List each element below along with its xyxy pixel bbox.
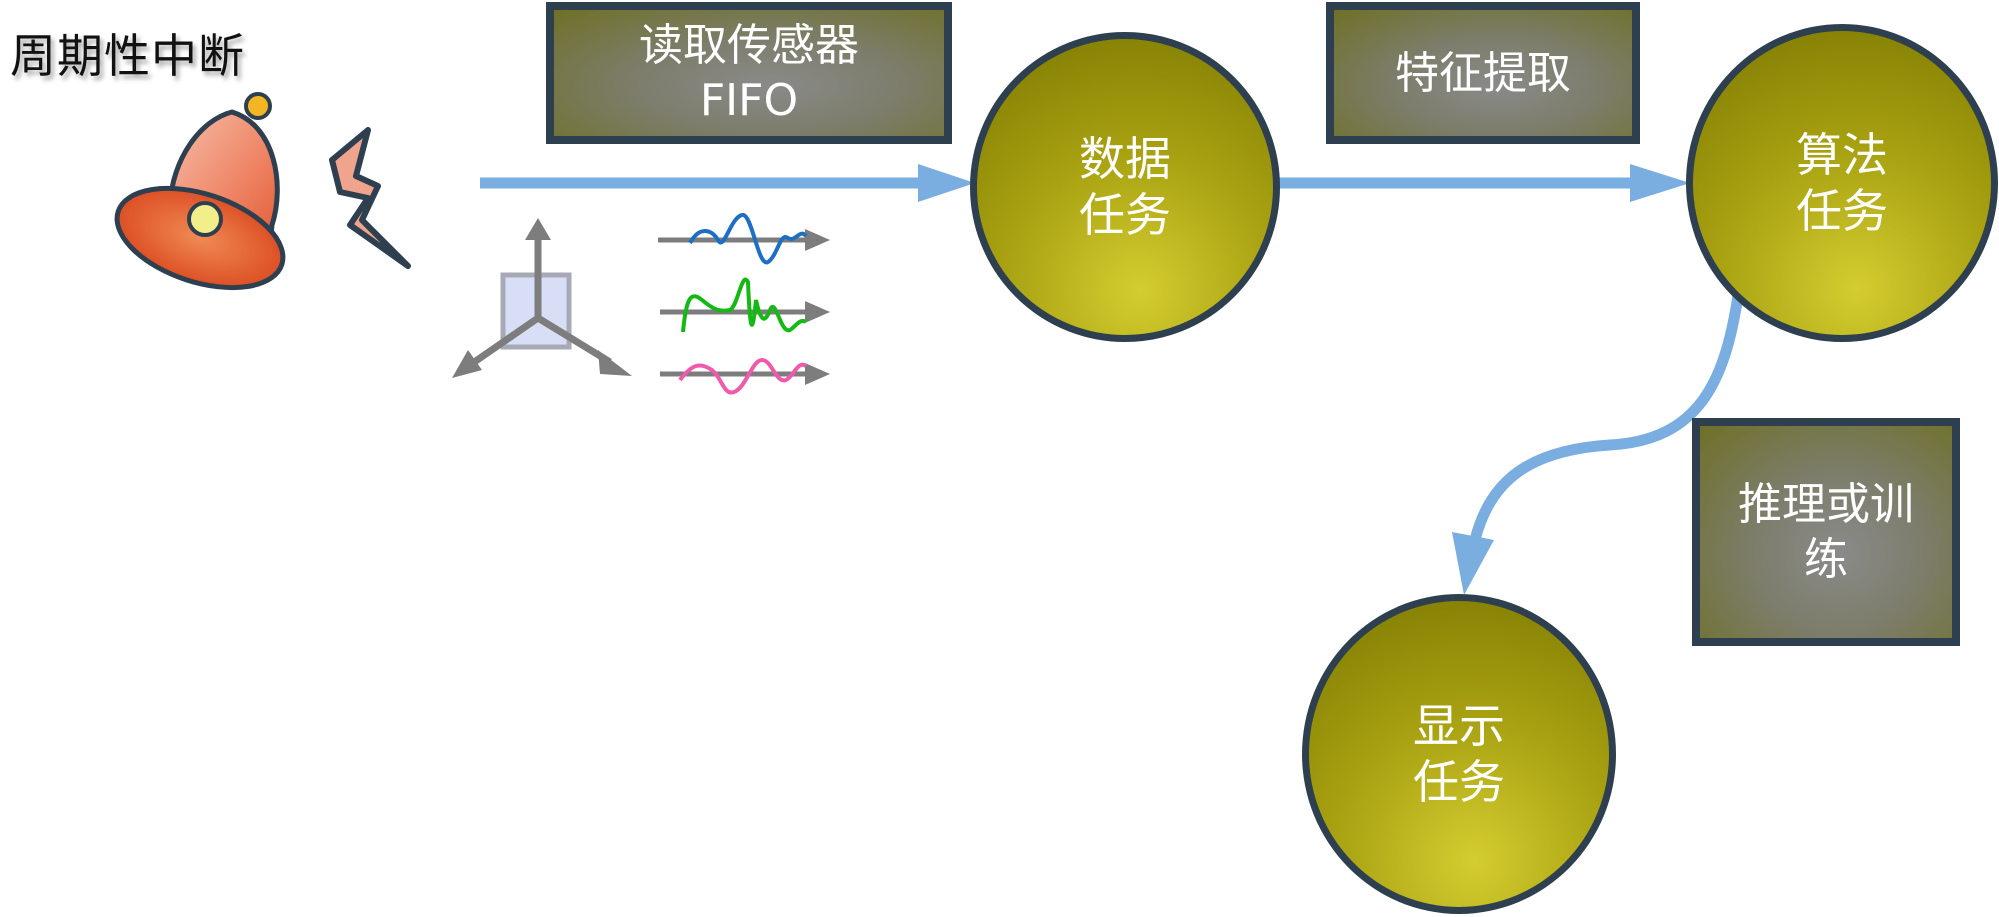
signal-wave-pink	[660, 357, 830, 395]
feature-extraction-box: 特征提取	[1326, 2, 1640, 144]
read-sensor-fifo-box: 读取传感器 FIFO	[546, 2, 952, 144]
axes-icon	[452, 218, 632, 378]
algorithm-task-node: 算法 任务	[1686, 24, 1998, 342]
bell-icon	[114, 92, 286, 291]
algorithm-task-label-line2: 任务	[1796, 184, 1888, 238]
display-task-node: 显示 任务	[1302, 594, 1616, 914]
signal-wave-blue	[658, 213, 830, 265]
algorithm-task-label-line1: 算法	[1796, 127, 1888, 182]
lightning-icon	[329, 127, 411, 269]
inference-or-training-label-line1: 推理或训	[1738, 479, 1914, 530]
data-task-label-line2: 任务	[1079, 188, 1171, 242]
signal-waves-icon	[658, 213, 830, 395]
inference-or-training-box: 推理或训 练	[1692, 418, 1960, 646]
signal-wave-green	[660, 277, 830, 333]
read-sensor-fifo-label-line1: 读取传感器	[639, 20, 859, 71]
flow-arrow-interrupt-to-data	[480, 164, 975, 202]
read-sensor-fifo-label-line2: FIFO	[699, 75, 799, 126]
display-task-label-line2: 任务	[1413, 755, 1505, 809]
data-task-label-line1: 数据	[1079, 131, 1171, 186]
flow-arrow-algorithm-to-display	[1452, 295, 1744, 595]
display-task-label-line1: 显示	[1413, 698, 1505, 753]
data-task-node: 数据 任务	[970, 32, 1280, 342]
flow-arrow-data-to-algorithm	[1275, 164, 1690, 202]
feature-extraction-label: 特征提取	[1395, 47, 1571, 99]
inference-or-training-label-line2: 练	[1804, 534, 1848, 585]
periodic-interrupt-title: 周期性中断	[10, 29, 245, 83]
